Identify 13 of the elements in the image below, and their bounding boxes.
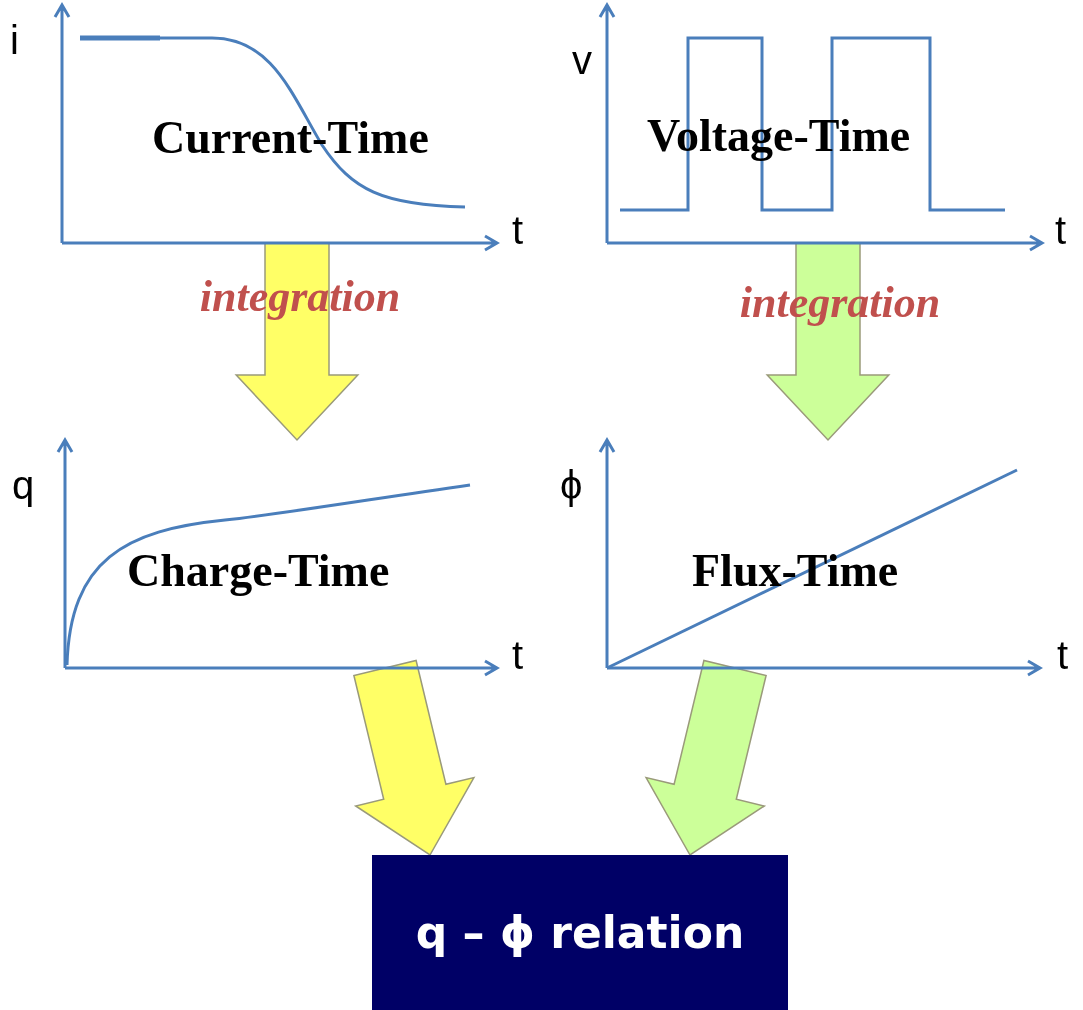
axis-label: ϕ xyxy=(560,465,583,505)
axis-label: q xyxy=(12,465,35,505)
axis-label: t xyxy=(1055,210,1067,250)
block-arrow xyxy=(353,659,476,857)
axis-label: v xyxy=(572,40,592,80)
axis-label: t xyxy=(512,635,524,675)
axis-label: i xyxy=(10,20,19,60)
result-box xyxy=(372,855,788,1010)
block-arrow xyxy=(644,659,767,857)
axis-label: t xyxy=(1057,635,1069,675)
box-label: q – ϕ relation xyxy=(415,907,745,958)
axis-label: t xyxy=(512,210,524,250)
chart-title: Charge-Time xyxy=(127,548,390,594)
